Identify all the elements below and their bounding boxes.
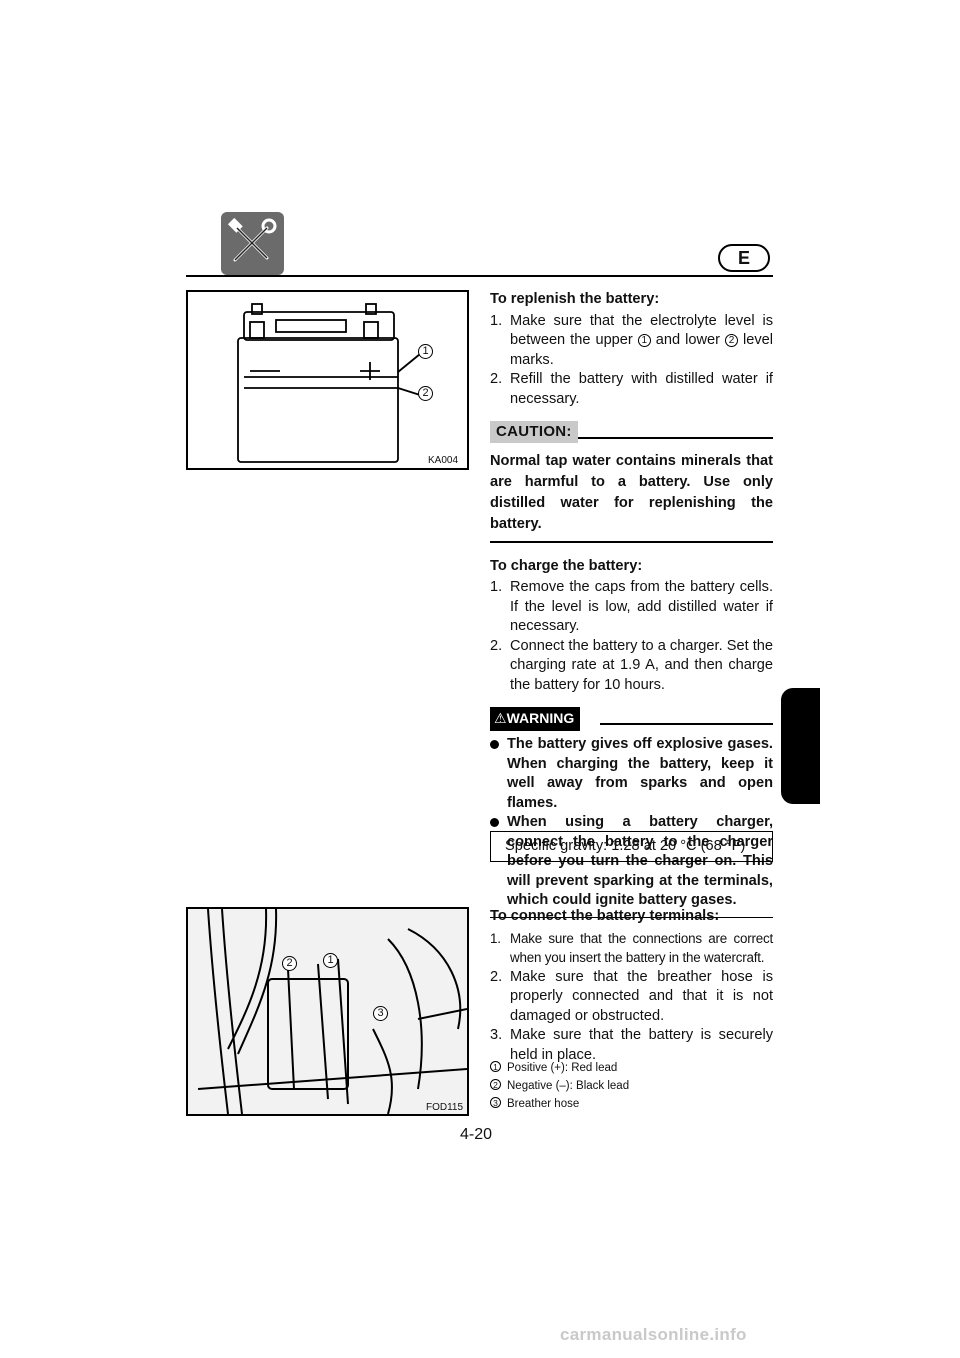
replenish-heading: To replenish the battery:: [490, 291, 660, 307]
page-number: 4-20: [460, 1126, 493, 1143]
callout-ref-2: 2: [725, 334, 738, 347]
bullet-icon: [490, 740, 499, 749]
warning-header: ⚠WARNING: [490, 707, 773, 731]
battery-drawing: [237, 303, 421, 463]
chapter-side-tab: [781, 688, 820, 804]
replenish-step-1: 1.Make sure that the electrolyte level i…: [490, 312, 774, 368]
tools-section-icon: [221, 212, 284, 275]
header-rule: [186, 275, 773, 277]
instructions-column: To replenish the battery: 1.Make sure th…: [490, 290, 773, 918]
figure-callout-1: 1: [323, 953, 338, 968]
battery-figure: 1 2 KA004: [186, 290, 469, 470]
watermark: carmanualsonline.info: [560, 1325, 747, 1344]
warning-label: ⚠WARNING: [490, 707, 581, 731]
specification-box: Specific gravity: 1.28 at 20 °C (68 °F): [490, 831, 773, 862]
caution-header: CAUTION:: [490, 421, 773, 443]
callout-ref-1: 1: [637, 334, 651, 347]
warning-bullet-1: The battery gives off explosive gases. W…: [490, 735, 773, 813]
caution-label: CAUTION:: [490, 421, 578, 443]
connect-step-3: 3.Make sure that the battery is securely…: [490, 1027, 773, 1063]
warning-bullet-2: When using a battery charger, connect th…: [490, 813, 773, 911]
figure-code: KA004: [428, 455, 459, 466]
charge-step-1: 1.Remove the caps from the battery cells…: [490, 579, 773, 634]
figure-code: FOD115: [426, 1102, 464, 1113]
figure-callout-3: 3: [373, 1006, 388, 1021]
connect-step-1: 1.Make sure that the connections are cor…: [490, 930, 773, 966]
connect-step-2: 2.Make sure that the breather hose is pr…: [490, 968, 773, 1024]
bullet-icon: [490, 818, 499, 827]
connect-heading: To connect the battery terminals:: [490, 908, 720, 924]
warning-triangle-icon: ⚠: [494, 710, 507, 726]
figure-callout-2: 2: [282, 956, 297, 971]
language-badge: E: [718, 244, 770, 272]
caution-text: Normal tap water contains minerals that …: [490, 453, 773, 532]
wrench-screwdriver-icon: [227, 217, 277, 262]
charge-heading: To charge the battery:: [490, 557, 643, 574]
battery-installed-figure: 2 1 3 FOD115: [186, 907, 469, 1116]
figure-callout-1: 1: [418, 344, 433, 359]
replenish-step-2: 2.Refill the battery with distilled wate…: [490, 371, 773, 407]
connect-section: To connect the battery terminals: 1.Make…: [490, 907, 773, 1065]
charge-step-2: 2.Connect the battery to a charger. Set …: [490, 637, 773, 693]
figure-callout-2: 2: [418, 386, 433, 401]
battery-installed-drawing: [188, 909, 467, 1114]
